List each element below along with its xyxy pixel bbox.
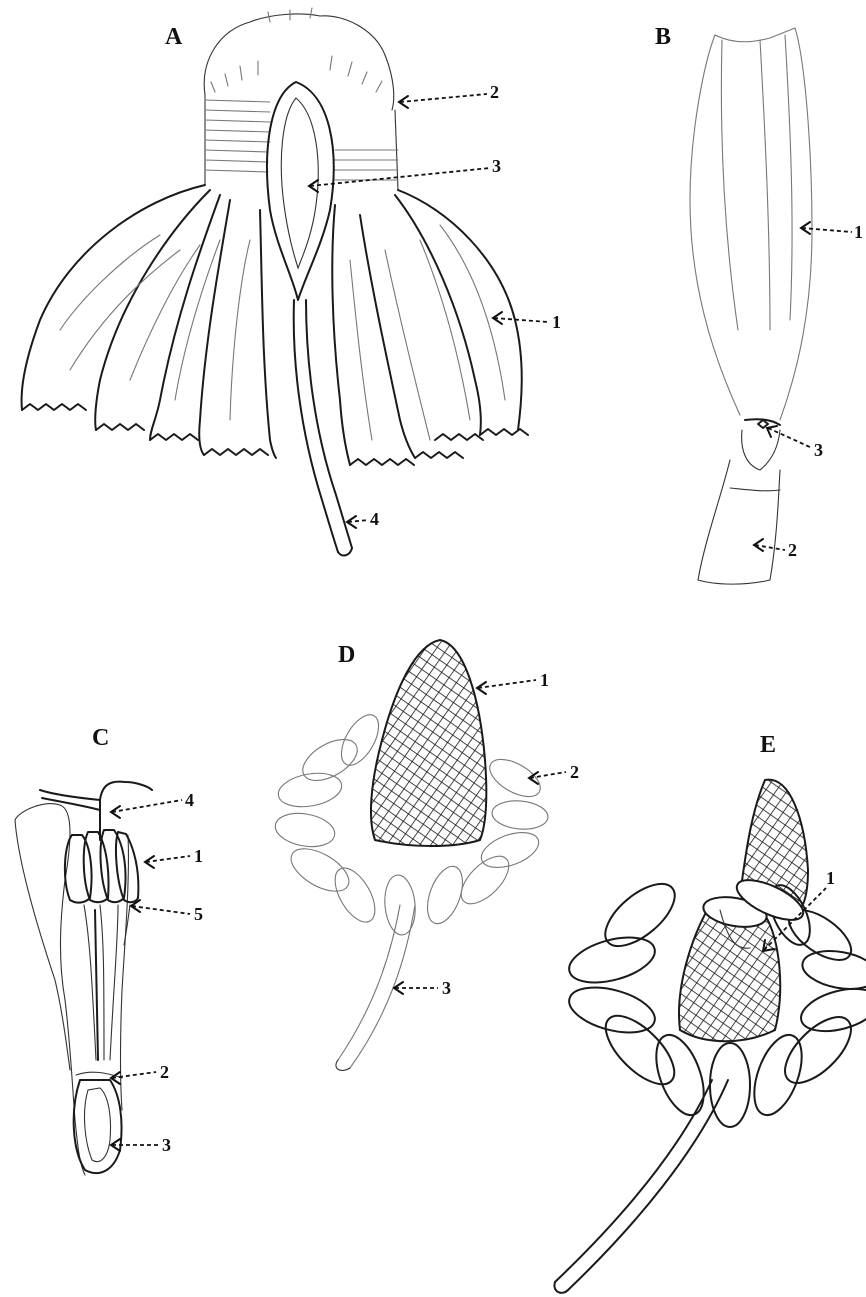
callout-d-1: 1 [477,670,549,694]
callout-d-2: 2 [529,762,579,784]
panel-e-drawing [554,780,866,1293]
panel-a-drawing [22,8,528,555]
panel-c: C 4 [15,725,203,1175]
panel-a-letter: A [165,24,183,50]
panel-b: B 1 3 2 [655,24,863,584]
panel-d: D [273,640,579,1070]
panel-b-drawing [690,28,812,584]
callout-b-1: 1 [801,222,863,242]
panel-c-drawing [15,782,152,1175]
callout-a-4-label: 4 [370,509,379,529]
panel-b-letter: B [655,24,671,50]
callout-d-3-label: 3 [442,978,451,998]
callout-b-2-label: 2 [788,540,797,560]
callout-c-5-label: 5 [194,904,203,924]
callout-c-1: 1 [145,846,203,868]
callout-c-5: 5 [131,900,203,924]
callout-a-2-label: 2 [490,82,499,102]
callout-c-1-label: 1 [194,846,203,866]
callout-a-3-label: 3 [492,156,501,176]
callout-c-4: 4 [111,790,194,818]
panel-a: A [22,8,561,555]
callout-a-2: 2 [399,82,499,108]
panel-d-letter: D [338,642,355,668]
panel-c-letter: C [92,725,109,751]
callout-d-1-label: 1 [540,670,549,690]
panel-d-drawing [273,640,549,1070]
callout-a-1: 1 [493,312,561,332]
callout-c-3-label: 3 [162,1135,171,1155]
callout-a-3: 3 [309,156,501,192]
callout-b-1-label: 1 [854,222,863,242]
callout-d-3: 3 [394,978,451,998]
callout-c-3: 3 [111,1135,171,1155]
callout-a-1-label: 1 [552,312,561,332]
callout-a-4: 4 [347,509,379,529]
callout-c-4-label: 4 [185,790,194,810]
panel-e: E [554,732,866,1293]
callout-c-2: 2 [111,1062,169,1084]
callout-e-1-label: 1 [826,868,835,888]
callout-b-2: 2 [754,539,797,560]
panel-e-letter: E [760,732,776,758]
callout-b-3: 3 [767,426,823,460]
callout-c-2-label: 2 [160,1062,169,1082]
callout-b-3-label: 3 [814,440,823,460]
callout-d-2-label: 2 [570,762,579,782]
